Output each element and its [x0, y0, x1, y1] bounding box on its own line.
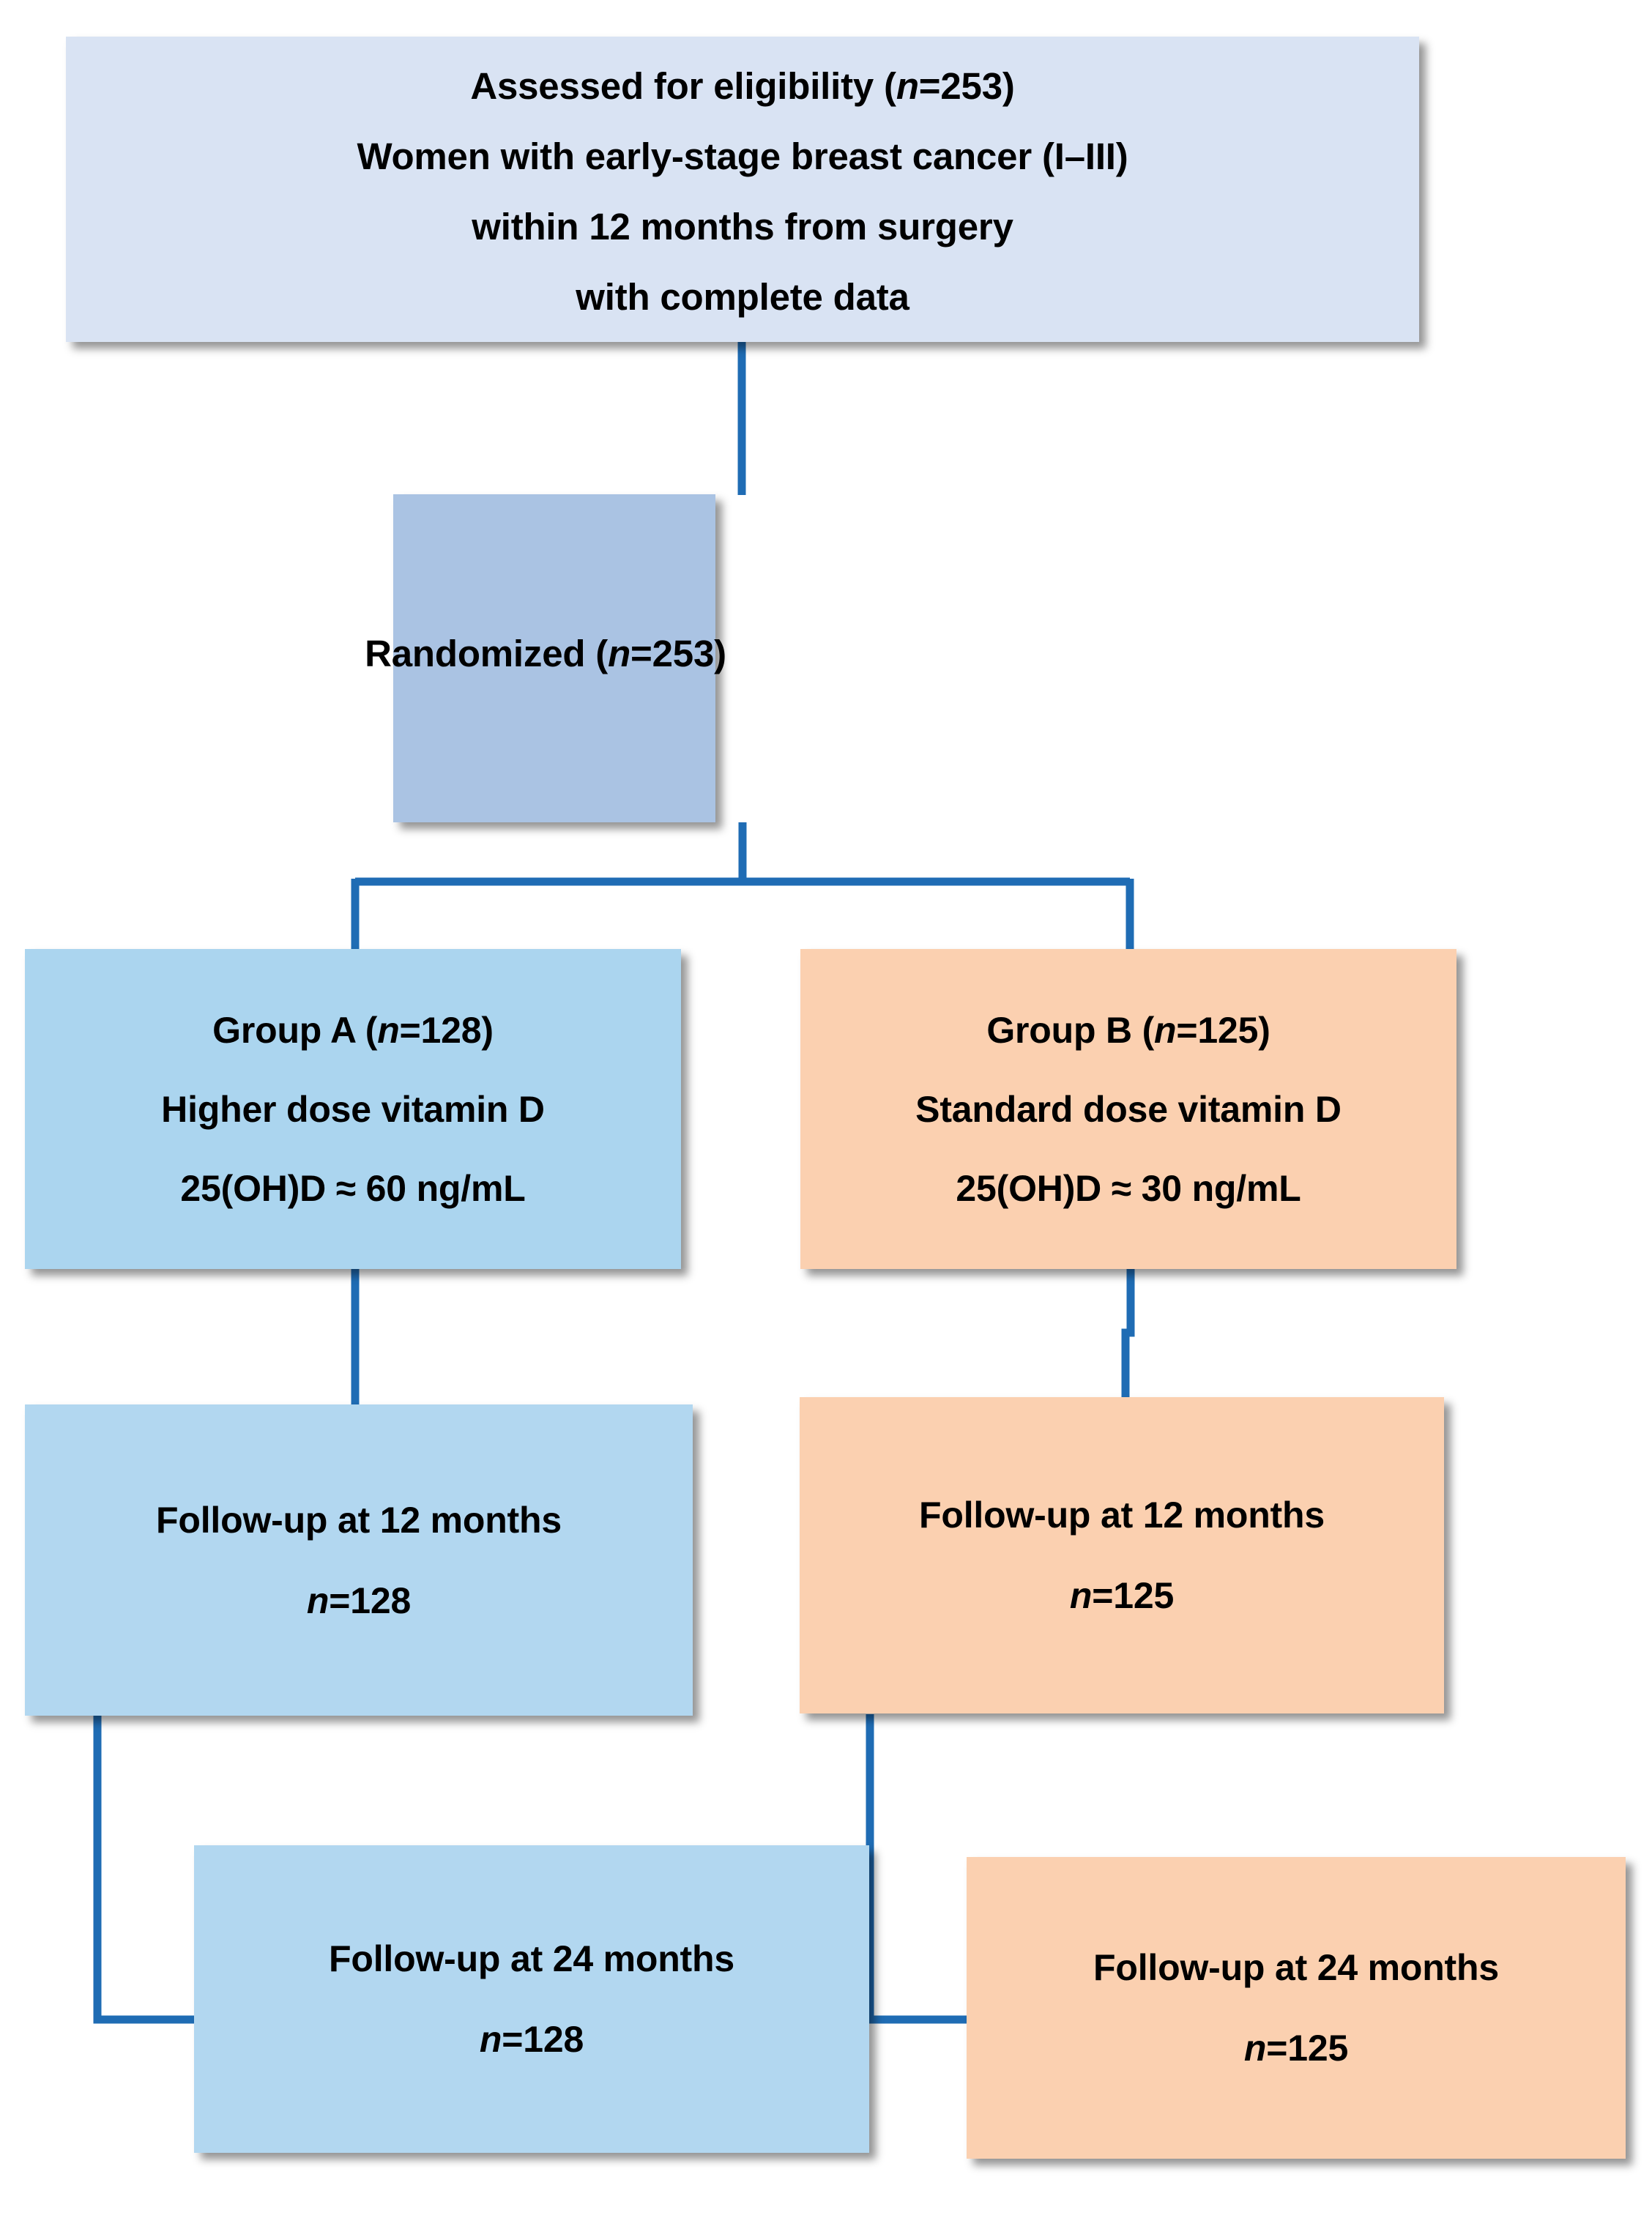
follow24-b-line-1: Follow-up at 24 months: [1093, 1947, 1499, 1988]
node-followup-12-months-group-a[interactable]: Follow-up at 12 months n=128: [25, 1404, 693, 1716]
eligibility-line-4: with complete data: [576, 275, 909, 318]
eligibility-line-1: Assessed for eligibility (n=253): [470, 64, 1015, 107]
node-followup-24-months-group-b[interactable]: Follow-up at 24 months n=125: [967, 1857, 1626, 2159]
follow24-a-line-1: Follow-up at 24 months: [329, 1938, 734, 1979]
follow12-a-line-1: Follow-up at 12 months: [156, 1499, 562, 1541]
group-b-line-3: 25(OH)D ≈ 30 ng/mL: [956, 1167, 1301, 1209]
follow12-b-line-1: Follow-up at 12 months: [919, 1495, 1325, 1536]
node-assessed-for-eligibility[interactable]: Assessed for eligibility (n=253) Women w…: [66, 37, 1419, 342]
follow24-b-line-2: n=125: [1243, 2028, 1349, 2069]
edge-group-b-to-follow12-b: [1121, 1269, 1135, 1400]
group-b-line-2: Standard dose vitamin D: [915, 1088, 1342, 1130]
node-group-a[interactable]: Group A (n=128) Higher dose vitamin D 25…: [25, 949, 681, 1269]
node-followup-24-months-group-a[interactable]: Follow-up at 24 months n=128: [194, 1845, 869, 2153]
node-followup-12-months-group-b[interactable]: Follow-up at 12 months n=125: [800, 1397, 1444, 1713]
group-a-line-1: Group A (n=128): [212, 1009, 494, 1051]
group-b-line-1: Group B (n=125): [986, 1009, 1270, 1051]
eligibility-line-3: within 12 months from surgery: [472, 205, 1013, 248]
follow12-b-line-2: n=125: [1069, 1575, 1175, 1616]
randomized-label: Randomized (n=253): [365, 633, 726, 674]
eligibility-line-2: Women with early-stage breast cancer (I–…: [357, 135, 1128, 177]
follow24-a-line-2: n=128: [479, 2019, 584, 2060]
node-randomized[interactable]: Randomized (n=253): [365, 494, 726, 822]
group-a-line-2: Higher dose vitamin D: [161, 1088, 545, 1130]
follow12-a-line-2: n=128: [306, 1579, 412, 1621]
group-a-line-3: 25(OH)D ≈ 60 ng/mL: [180, 1167, 526, 1209]
node-group-b[interactable]: Group B (n=125) Standard dose vitamin D …: [800, 949, 1456, 1269]
